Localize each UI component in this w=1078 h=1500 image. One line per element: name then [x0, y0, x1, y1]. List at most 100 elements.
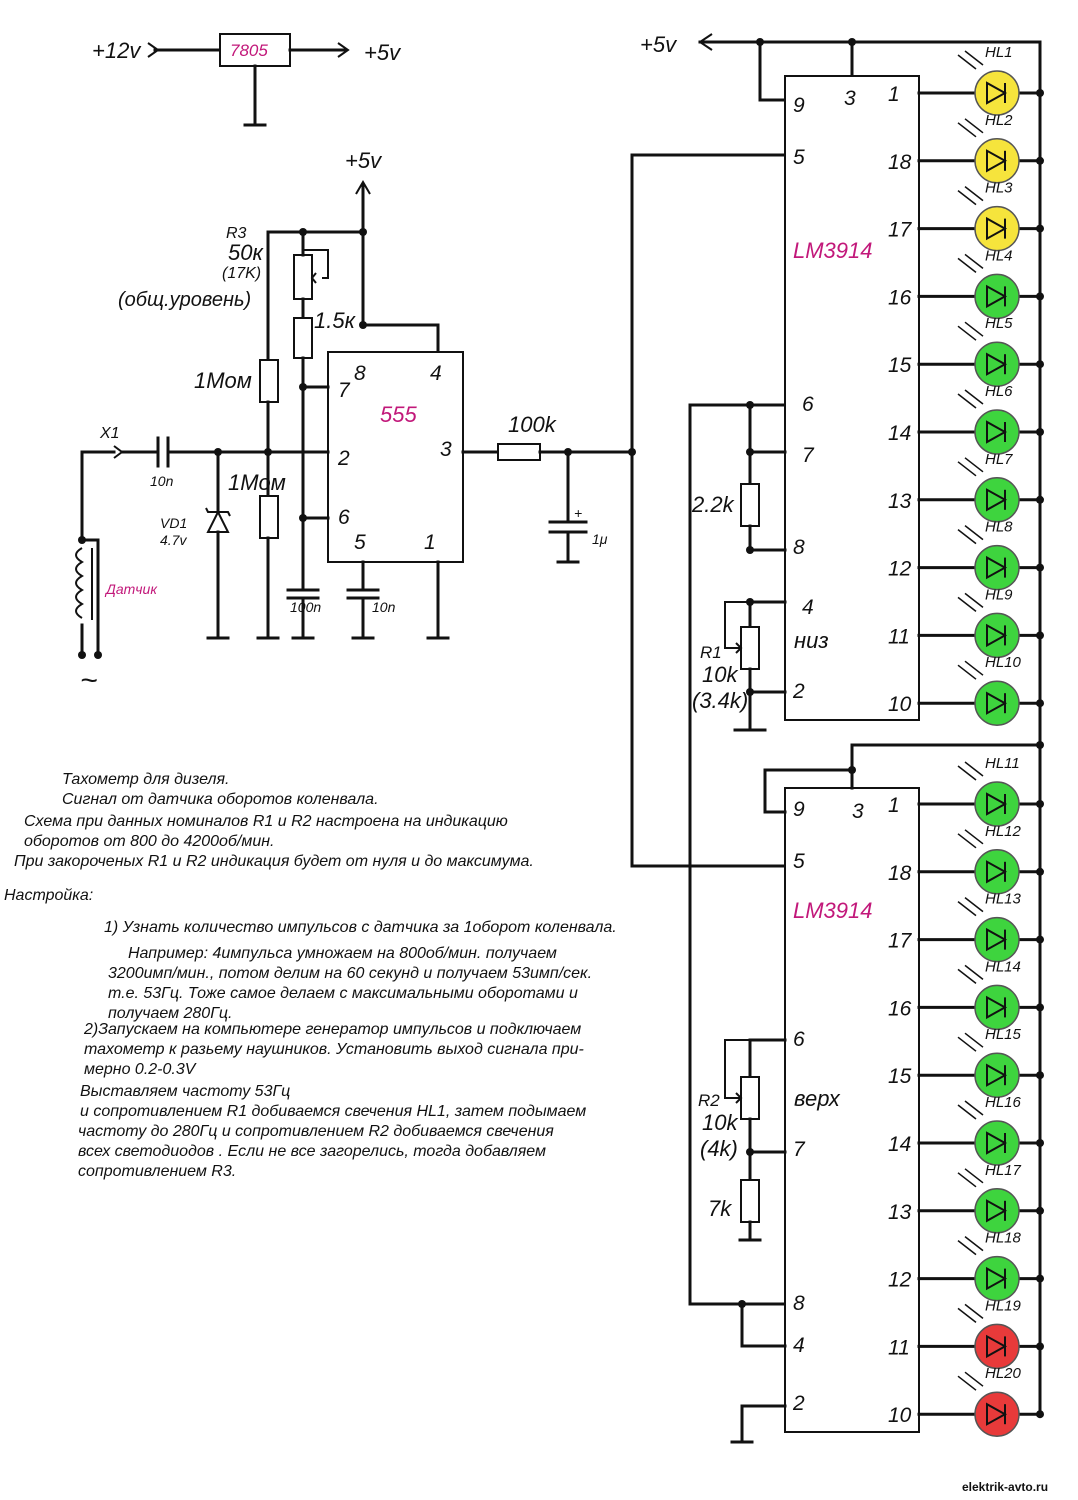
light-arrow-icon	[957, 968, 977, 984]
led-body	[974, 1052, 1020, 1098]
vd1-label: VD1	[160, 515, 187, 531]
pin-2: 2	[337, 447, 350, 470]
c-10n-label: 10n	[372, 599, 396, 615]
led-pin-label: 16	[888, 286, 912, 309]
notes-s11: частоту до 280Гц и сопротивлением R2 доб…	[78, 1123, 554, 1140]
lm3914-top: LM3914 9 5 6 7 8 4 2 3 низ 2.2k R1 10k (…	[691, 75, 920, 732]
lm-top-pin-2: 2	[792, 680, 805, 703]
bottom-led-hl12: HL12 18	[888, 823, 1044, 895]
r1-name: R1	[700, 643, 722, 662]
lm-top-pin-4: 4	[802, 596, 814, 619]
lm-bottom-pin-5: 5	[793, 850, 805, 873]
lm-top-label: LM3914	[793, 238, 873, 263]
led-pin-label: 13	[888, 1201, 912, 1224]
timer-label: 555	[380, 402, 417, 427]
diode-icon	[986, 216, 1008, 241]
verh-label: верх	[794, 1086, 841, 1111]
led-pin-label: 1	[888, 83, 900, 106]
led-label: HL13	[985, 891, 1022, 908]
led-label: HL18	[985, 1230, 1022, 1247]
led-body	[974, 70, 1020, 116]
led-label: HL16	[985, 1094, 1022, 1111]
r3-note: (общ.уровень)	[118, 289, 251, 311]
regulator-7805: +12v +5v 7805	[92, 33, 402, 127]
v12-label: +12v	[92, 38, 142, 63]
light-arrow-icon	[957, 529, 977, 545]
led-body	[974, 984, 1020, 1031]
notes-s9: Выставляем частоту 53Гц	[80, 1083, 291, 1100]
lm-top-pin-8: 8	[793, 536, 805, 559]
led-label: HL1	[985, 44, 1013, 61]
diode-icon	[986, 623, 1008, 648]
light-arrow-icon	[957, 664, 977, 680]
notes-s5: получаем 280Гц.	[108, 1005, 233, 1022]
connector-x1-label: X1	[99, 425, 120, 442]
c-10n-input-label: 10n	[150, 473, 174, 489]
pin-6: 6	[338, 506, 350, 529]
led-label: HL15	[985, 1026, 1022, 1043]
led-body	[974, 544, 1020, 591]
ac-symbol: ~	[80, 664, 98, 697]
diode-icon	[986, 1063, 1008, 1087]
lm-top-pin-5: 5	[793, 146, 805, 169]
light-arrow-icon	[957, 833, 977, 849]
diode-icon	[986, 555, 1008, 580]
led-body	[974, 273, 1020, 320]
led-label: HL7	[985, 451, 1013, 468]
led-pin-label: 10	[888, 693, 912, 716]
led-label: HL10	[985, 654, 1022, 671]
led-pin-label: 16	[888, 997, 912, 1020]
led-body	[974, 205, 1020, 252]
led-pin-label: 10	[888, 1404, 912, 1427]
r-22k-label: 2.2k	[691, 492, 735, 517]
led-label: HL20	[985, 1365, 1022, 1382]
light-arrow-icon	[957, 1172, 977, 1188]
diode-icon	[986, 1131, 1008, 1155]
notes-s2: Например: 4импульса умножаем на 800об/ми…	[128, 945, 557, 962]
v5-label-top: +5v	[640, 32, 678, 57]
pin-5: 5	[354, 531, 366, 554]
led-pin-label: 18	[888, 862, 912, 885]
light-arrow-icon	[957, 1240, 977, 1256]
v5-label-555: +5v	[345, 148, 383, 173]
led-label: HL14	[985, 958, 1021, 975]
lm-top-pin-6: 6	[802, 393, 814, 416]
led-pin-label: 14	[888, 422, 911, 445]
timer-555-block: +5v 555 8 4 7 2 3 6 5 1	[99, 148, 636, 640]
top-led-hl10: HL10 10	[888, 654, 1044, 726]
diode-icon	[986, 1199, 1008, 1223]
notes-s7: тахометр к разьему наушников. Установить…	[84, 1041, 584, 1058]
lm-top-pin-7: 7	[802, 444, 815, 467]
light-arrow-icon	[957, 325, 977, 341]
diode-icon	[986, 995, 1008, 1020]
r1-value: 10k	[702, 662, 738, 687]
notes-s1: 1) Узнать количество импульсов с датчика…	[104, 919, 617, 936]
diode-icon	[986, 1402, 1008, 1426]
vd1-voltage: 4.7v	[160, 532, 187, 548]
lm-top-pin-9: 9	[793, 94, 805, 117]
led-body	[974, 849, 1020, 895]
notes-line4: При закороченых R1 и R2 индикация будет …	[14, 853, 534, 870]
led-body	[974, 138, 1020, 184]
pin-8: 8	[354, 362, 366, 385]
light-arrow-icon	[957, 190, 977, 206]
led-body	[974, 1188, 1020, 1234]
diode-icon	[986, 81, 1008, 105]
led-label: HL12	[985, 823, 1022, 840]
light-arrow-icon	[957, 54, 977, 70]
led-pin-label: 11	[888, 1336, 910, 1359]
led-pin-label: 11	[888, 625, 910, 648]
led-label: HL8	[985, 519, 1013, 536]
r-1mom-upper-label: 1Мом	[194, 368, 252, 393]
lm-bottom-label: LM3914	[793, 898, 873, 923]
c-plus-sign: +	[574, 505, 582, 521]
notes-line2: Схема при данных номиналов R1 и R2 настр…	[24, 813, 508, 830]
